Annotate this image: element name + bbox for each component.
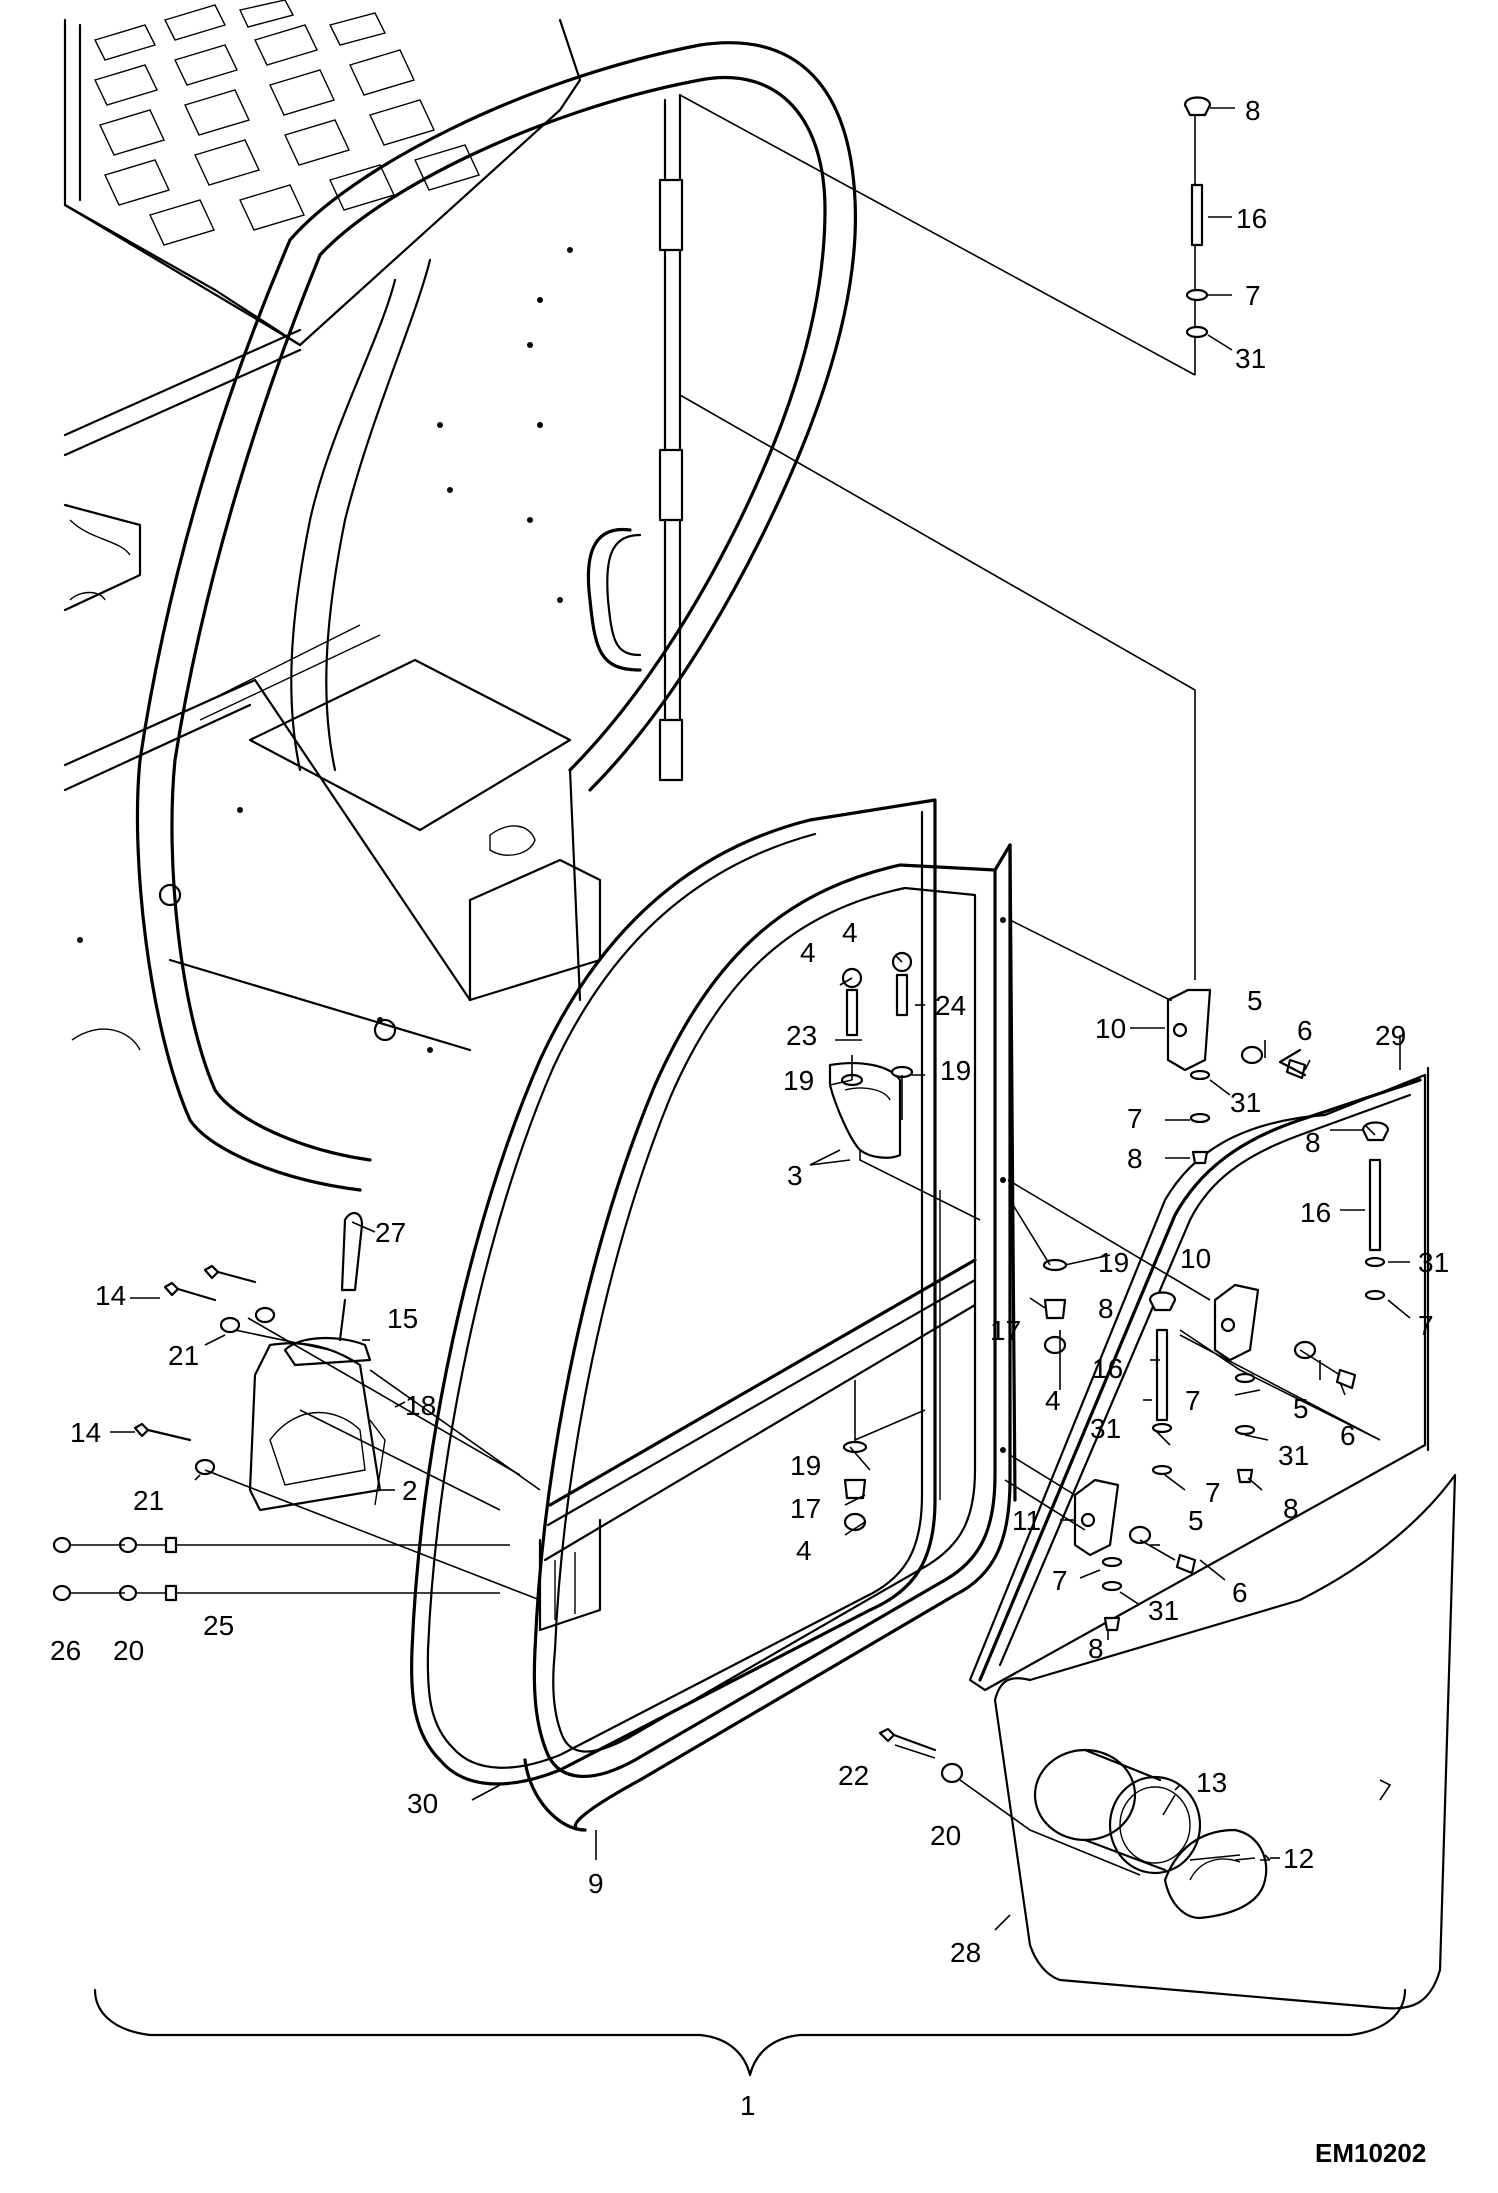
- callout-10: 10: [1180, 1243, 1211, 1274]
- callout-7: 7: [1185, 1385, 1201, 1416]
- callout-20: 20: [113, 1635, 144, 1666]
- latch-assembly: [248, 1212, 386, 1512]
- callout-7: 7: [1205, 1477, 1221, 1508]
- door-frame: [410, 798, 1017, 1832]
- callout-31: 31: [1230, 1087, 1261, 1118]
- callout-11: 11: [1012, 1505, 1041, 1536]
- callout-7: 7: [1418, 1310, 1434, 1341]
- callout-17: 17: [990, 1315, 1021, 1346]
- callout-19: 19: [790, 1450, 821, 1481]
- callout-8: 8: [1127, 1143, 1143, 1174]
- callout-5: 5: [1247, 985, 1263, 1016]
- drawing-code: EM10202: [1315, 2138, 1426, 2168]
- callout-8: 8: [1305, 1127, 1321, 1158]
- callout-15: 15: [387, 1303, 418, 1334]
- callout-7: 7: [1245, 280, 1261, 311]
- callout-10: 10: [1095, 1013, 1126, 1044]
- callout-9: 9: [588, 1868, 604, 1899]
- callout-31: 31: [1090, 1413, 1121, 1444]
- callout-8: 8: [1098, 1293, 1114, 1324]
- callout-5: 5: [1293, 1393, 1309, 1424]
- callout-18: 18: [405, 1390, 436, 1421]
- callout-21: 21: [168, 1340, 199, 1371]
- callout-22: 22: [838, 1760, 869, 1791]
- callout-16: 16: [1236, 203, 1267, 234]
- callout-19: 19: [1098, 1247, 1129, 1278]
- callout-16: 16: [1300, 1197, 1331, 1228]
- callout-29: 29: [1375, 1020, 1406, 1051]
- callout-30: 30: [407, 1788, 438, 1819]
- callout-17: 17: [790, 1493, 821, 1524]
- cab-roof-grid: [63, 0, 582, 347]
- callout-5: 5: [1188, 1505, 1204, 1536]
- callout-6: 6: [1232, 1577, 1248, 1608]
- callout-8: 8: [1283, 1493, 1299, 1524]
- callout-20: 20: [930, 1820, 961, 1851]
- callout-24: 24: [935, 990, 966, 1021]
- callout-21: 21: [133, 1485, 164, 1516]
- callout-4: 4: [842, 917, 858, 948]
- cab-frame: [63, 41, 858, 1192]
- callout-7: 7: [1052, 1565, 1068, 1596]
- inner-door-panel: [993, 1473, 1457, 2010]
- callout-4: 4: [800, 937, 816, 968]
- callout-3: 3: [787, 1160, 803, 1191]
- side-window-panel: [968, 1035, 1430, 1692]
- callout-31: 31: [1418, 1247, 1449, 1278]
- callout-19: 19: [783, 1065, 814, 1096]
- callout-26: 26: [50, 1635, 81, 1666]
- callout-31: 31: [1148, 1595, 1179, 1626]
- assembly-brace: [93, 1988, 1407, 2077]
- hardware: [52, 96, 1390, 1784]
- callout-4: 4: [796, 1535, 812, 1566]
- leader-lines: [70, 107, 1411, 1931]
- callout-8: 8: [1088, 1633, 1104, 1664]
- callout-25: 25: [203, 1610, 234, 1641]
- callout-19: 19: [940, 1055, 971, 1086]
- callout-2: 2: [402, 1475, 418, 1506]
- callout-8: 8: [1245, 95, 1261, 126]
- callout-13: 13: [1196, 1767, 1227, 1798]
- callout-14: 14: [70, 1417, 101, 1448]
- callout-28: 28: [950, 1937, 981, 1968]
- callout-31: 31: [1278, 1440, 1309, 1471]
- callout-6: 6: [1297, 1015, 1313, 1046]
- callout-1: 1: [740, 2090, 756, 2121]
- callout-27: 27: [375, 1217, 406, 1248]
- callout-labels: 8 16 7 31 27 14 15 21 18 14 2 21 26 20 2…: [50, 95, 1449, 2121]
- callout-7: 7: [1127, 1103, 1143, 1134]
- callout-16: 16: [1092, 1353, 1123, 1384]
- callout-31: 31: [1235, 343, 1266, 374]
- callout-23: 23: [786, 1020, 817, 1051]
- callout-4: 4: [1045, 1385, 1061, 1416]
- assembly-reference-lines: [679, 94, 1196, 980]
- callout-6: 6: [1340, 1420, 1356, 1451]
- callout-12: 12: [1283, 1843, 1314, 1874]
- callout-14: 14: [95, 1280, 126, 1311]
